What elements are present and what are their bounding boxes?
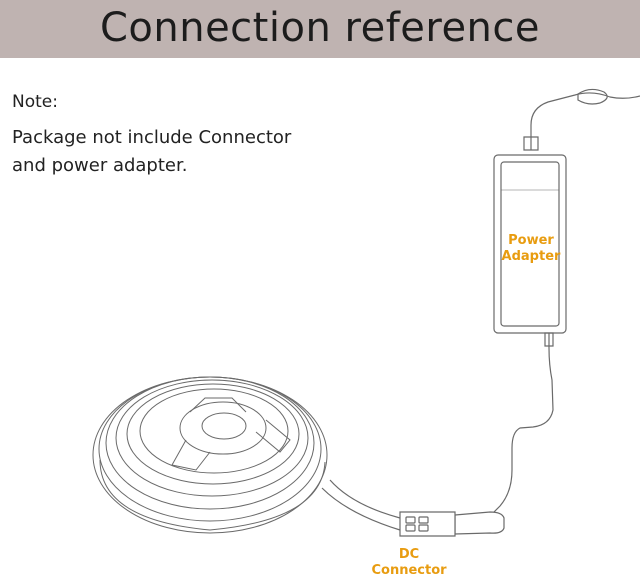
power-adapter-body bbox=[493, 154, 567, 334]
power-adapter-label: Power Adapter bbox=[497, 233, 565, 265]
strip-wire-1 bbox=[329, 479, 401, 519]
note-heading: Note: bbox=[12, 92, 58, 112]
strip-wire-2 bbox=[321, 487, 401, 531]
power-adapter-label-line-1: Power bbox=[508, 233, 554, 248]
power-adapter-label-line-2: Adapter bbox=[501, 249, 561, 264]
note-line-2: and power adapter. bbox=[12, 155, 188, 176]
dc-connector-label-line-1: DC bbox=[398, 547, 420, 562]
led-strip-reel bbox=[92, 376, 328, 534]
ac-cable-plug bbox=[577, 88, 608, 105]
ac-cable bbox=[530, 92, 640, 150]
title-banner: Connection reference bbox=[0, 0, 640, 58]
dc-cable-strain-relief bbox=[544, 332, 554, 347]
dc-connector-label: DC Connector bbox=[366, 547, 452, 579]
cable-strain-relief-top bbox=[523, 136, 539, 151]
page-title: Connection reference bbox=[99, 5, 541, 51]
note-line-1: Package not include Connector bbox=[12, 127, 292, 148]
dc-connector-drawing bbox=[399, 511, 505, 537]
dc-connector-label-line-2: Connector bbox=[371, 563, 447, 578]
note-text: Package not include Connector and power … bbox=[12, 124, 312, 180]
dc-output-cable bbox=[489, 333, 554, 517]
